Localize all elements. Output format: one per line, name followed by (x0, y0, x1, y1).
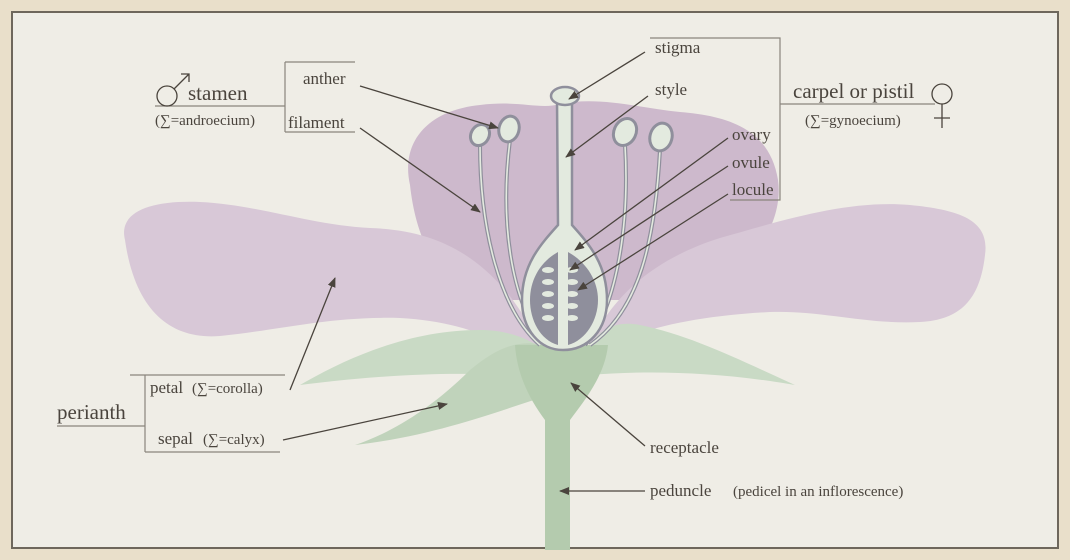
pointer-arrows (282, 51, 729, 495)
label-sepal: sepal (158, 429, 193, 448)
label-petal: petal (150, 378, 183, 397)
label-brackets (57, 37, 935, 453)
male-symbol-icon (156, 73, 190, 107)
label-corolla: (∑=corolla) (192, 381, 263, 397)
anthers (468, 114, 674, 153)
right-petal (590, 204, 986, 345)
label-anther: anther (303, 69, 346, 88)
back-petal (408, 101, 779, 300)
locule-right (568, 252, 598, 345)
label-filament: filament (288, 113, 345, 132)
label-peduncle: peduncle (650, 481, 711, 500)
label-receptacle: receptacle (650, 438, 719, 457)
label-stigma: stigma (655, 38, 701, 57)
label-androecium: (∑=androecium) (155, 113, 255, 129)
sepal-right (590, 323, 795, 385)
label-style: style (655, 80, 687, 99)
peduncle-stem (545, 400, 570, 550)
label-ovule: ovule (732, 153, 770, 172)
receptacle-shape (515, 345, 608, 420)
label-gynoecium: (∑=gynoecium) (805, 113, 901, 129)
label-locule: locule (732, 180, 774, 199)
label-perianth: perianth (57, 400, 126, 424)
label-ovary: ovary (732, 125, 771, 144)
label-stamen: stamen (188, 81, 248, 105)
label-calyx: (∑=calyx) (203, 432, 265, 448)
sepal-left-lower (355, 343, 550, 445)
female-symbol-icon (931, 83, 953, 128)
left-petal (124, 201, 541, 345)
locule-left (530, 252, 558, 345)
label-carpel: carpel or pistil (793, 79, 914, 103)
label-peduncle-note: (pedicel in an inflorescence) (733, 484, 903, 500)
